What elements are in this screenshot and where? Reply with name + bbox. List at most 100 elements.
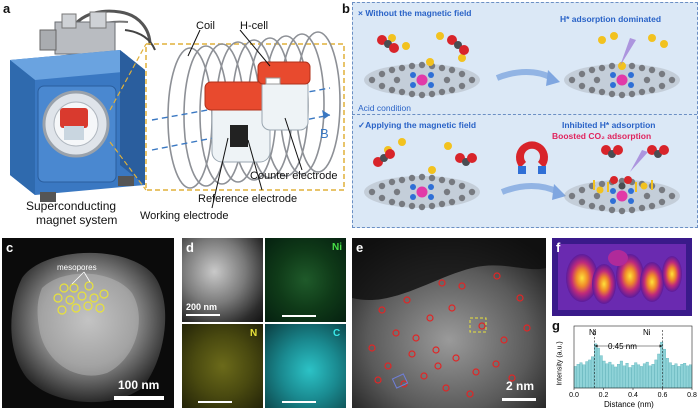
panel-letter-f: f: [556, 240, 561, 255]
profile-bar: [608, 361, 612, 389]
profile-bar: [599, 355, 603, 389]
scale-bar: [198, 401, 232, 403]
profile-bar: [596, 347, 600, 389]
profile-axes: 0.0 0.2 0.4 0.6 0.8: [569, 325, 697, 399]
atomic-image: [352, 238, 546, 408]
coil-label: Coil: [196, 20, 215, 32]
panel-e-haadf-image: e 2 nm: [352, 238, 546, 408]
profile-bars: [573, 341, 692, 389]
panel-letter-d: d: [186, 240, 194, 255]
with-field-heading: ✓Applying the magnetic field: [358, 120, 477, 130]
profile-bar: [619, 360, 623, 389]
inhibited-h-heading: Inhibited H* adsorption: [562, 120, 656, 130]
particle-image: [11, 252, 166, 403]
magnet-system-illustration: [10, 9, 345, 209]
profile-bar: [671, 365, 675, 389]
panel-c-tem-image: c mesopores 100 nm: [2, 238, 174, 408]
ni-map-label: Ni: [332, 242, 342, 253]
x-tick-label: 0.4: [628, 392, 638, 399]
profile-bar: [588, 359, 592, 389]
field-label: B: [320, 126, 329, 141]
c-map: [265, 324, 346, 408]
profile-bar: [668, 362, 672, 389]
profile-bar: [648, 365, 652, 389]
profile-bar: [674, 363, 678, 389]
profile-bar: [665, 358, 669, 389]
arrow-head: [659, 344, 663, 348]
system-label-line1: Superconducting: [26, 199, 117, 213]
scale-bar: [282, 315, 316, 317]
scale-bar: [186, 314, 220, 316]
panel-d-scale-bar-label: 200 nm: [186, 302, 218, 312]
x-tick-label: 0.8: [687, 392, 697, 399]
arrow-head: [594, 344, 598, 348]
profile-bar: [657, 353, 661, 389]
profile-bar: [677, 366, 681, 389]
working-electrode-label: Working electrode: [140, 210, 229, 222]
mesopores-label: mesopores: [57, 263, 97, 272]
panel-c-scale-bar-label: 100 nm: [118, 378, 160, 392]
separation-label: 0.45 nm: [608, 342, 637, 351]
profile-bar: [680, 364, 684, 389]
h-adsorption-heading: H* adsorption dominated: [560, 14, 662, 24]
profile-bar: [573, 366, 577, 389]
profile-bar: [625, 363, 629, 389]
x-tick-label: 0.0: [569, 392, 579, 399]
profile-bar: [642, 363, 646, 389]
profile-bar: [614, 366, 618, 389]
counter-electrode-label: Counter electrode: [250, 170, 338, 182]
panel-letter-e: e: [356, 240, 364, 255]
profile-bar: [686, 365, 689, 389]
profile-bar: [651, 364, 655, 389]
profile-bar: [683, 363, 687, 389]
c-map-label: C: [333, 328, 341, 339]
panel-letter-b: b: [342, 1, 350, 16]
panel-letter-g: g: [552, 318, 560, 333]
boosted-co2-heading: Boosted CO₂ adsorption: [552, 131, 652, 141]
panel-d-eds-maps: d Ni N C 200 nm: [182, 238, 346, 408]
mechanism-illustration: [364, 32, 680, 215]
profile-bar: [617, 364, 620, 389]
peak-label-2: Ni: [643, 328, 651, 337]
profile-bar: [611, 364, 615, 389]
y-axis-label: Intensity (a.u.): [556, 341, 564, 386]
x-axis-label: Distance (nm): [604, 400, 654, 409]
panel-letter-a: a: [3, 1, 11, 16]
panel-letter-c: c: [6, 240, 14, 255]
peak-label-1: Ni: [589, 328, 597, 337]
x-tick-label: 0.2: [599, 392, 609, 399]
profile-bar: [576, 364, 580, 389]
acid-condition-label: Acid condition: [358, 103, 411, 113]
scale-bar: [282, 401, 316, 403]
ni-map: [265, 238, 346, 322]
reference-electrode-label: Reference electrode: [198, 193, 298, 205]
panel-b: b × Without the magnetic field H* adsorp…: [342, 0, 700, 232]
mechanism-divider: [352, 114, 697, 115]
line-profile-chart: 0.0 0.2 0.4 0.6 0.8: [569, 325, 697, 399]
n-map-label: N: [250, 328, 258, 339]
profile-bar: [602, 360, 606, 389]
profile-bar: [591, 356, 595, 389]
profile-bar: [663, 348, 666, 389]
profile-bar: [628, 367, 632, 389]
profile-bar: [579, 362, 583, 389]
profile-bar: [605, 363, 609, 389]
n-map: [182, 324, 263, 408]
profile-bar: [634, 362, 638, 389]
x-tick-label: 0.6: [658, 392, 668, 399]
hcell-label: H-cell: [240, 20, 269, 32]
panel-e-scale-bar-label: 2 nm: [506, 379, 535, 393]
without-field-heading: × Without the magnetic field: [358, 8, 472, 18]
profile-bar: [654, 359, 658, 389]
profile-bar: [688, 364, 692, 389]
profile-bar: [582, 364, 586, 389]
haadf-image: [182, 238, 263, 322]
profile-bar: [637, 364, 641, 389]
intensity-surface: [552, 238, 692, 316]
profile-bar: [645, 361, 649, 389]
panel-g-line-profile: g 0.0 0.2 0.4 0.6 0.8 Ni Ni 0.45 nm Distance…: [552, 318, 698, 411]
system-label-line2: magnet system: [36, 213, 118, 227]
profile-bar: [622, 365, 626, 389]
panel-f-3d-intensity: f: [552, 238, 692, 316]
profile-bar: [631, 365, 635, 389]
